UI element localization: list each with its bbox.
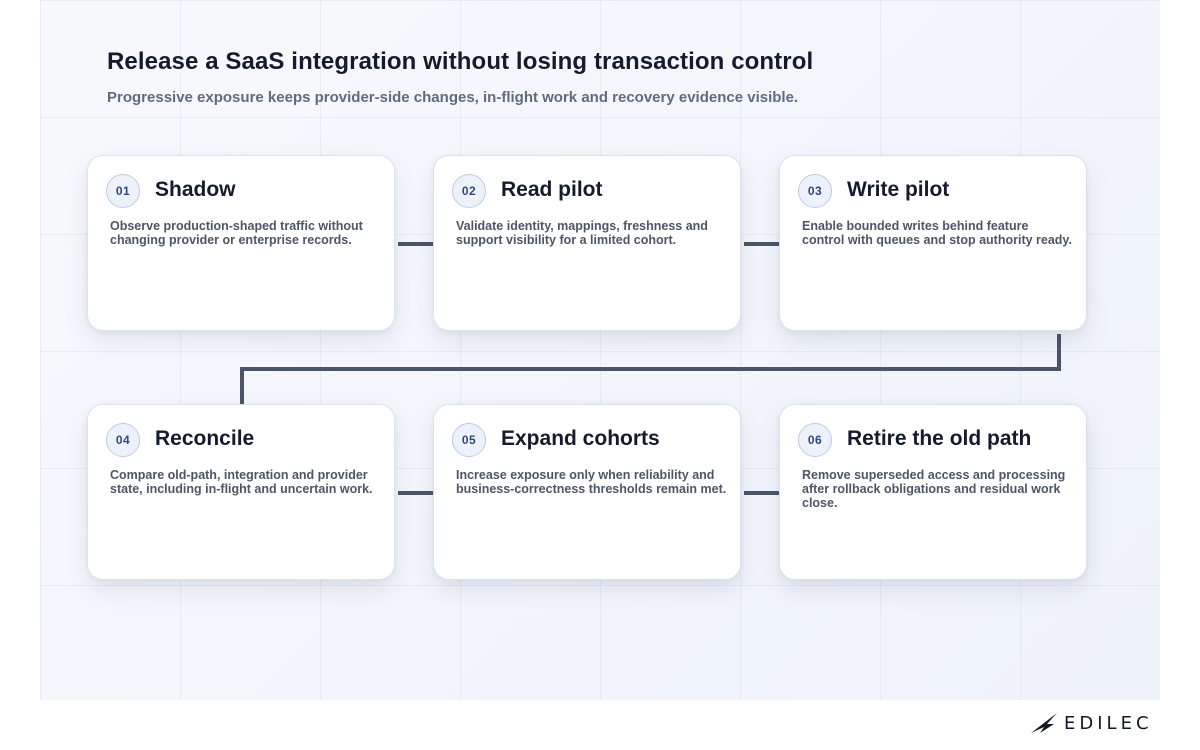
step-card-shadow: 01 Shadow Observe production-shaped traf… <box>87 155 395 331</box>
step-title: Write pilot <box>847 178 950 201</box>
step-number-badge: 04 <box>106 423 140 457</box>
step-number-badge: 03 <box>798 174 832 208</box>
step-card-retire-old-path: 06 Retire the old path Remove superseded… <box>779 404 1087 580</box>
step-description: Observe production-shaped traffic withou… <box>110 219 363 247</box>
step-number-badge: 02 <box>452 174 486 208</box>
step-number-badge: 01 <box>106 174 140 208</box>
step-description: Validate identity, mappings, freshness a… <box>456 219 708 247</box>
step-description: Increase exposure only when reliability … <box>456 468 727 496</box>
page-title: Release a SaaS integration without losin… <box>107 48 814 75</box>
step-description: Compare old-path, integration and provid… <box>110 468 373 496</box>
edilec-logo-icon <box>1031 713 1057 733</box>
step-title: Expand cohorts <box>501 427 660 450</box>
step-number-badge: 06 <box>798 423 832 457</box>
diagram-background <box>40 0 1160 700</box>
step-title: Shadow <box>155 178 236 201</box>
step-card-write-pilot: 03 Write pilot Enable bounded writes beh… <box>779 155 1087 331</box>
step-number-badge: 05 <box>452 423 486 457</box>
step-card-reconcile: 04 Reconcile Compare old-path, integrati… <box>87 404 395 580</box>
step-description: Remove superseded access and processing … <box>802 468 1066 510</box>
step-title: Read pilot <box>501 178 603 201</box>
step-title: Reconcile <box>155 427 255 450</box>
step-card-read-pilot: 02 Read pilot Validate identity, mapping… <box>433 155 741 331</box>
step-description: Enable bounded writes behind feature con… <box>802 219 1072 247</box>
brand-name: EDILEC <box>1064 712 1153 734</box>
connector-3-4 <box>240 334 1061 405</box>
page-subtitle: Progressive exposure keeps provider-side… <box>107 89 799 106</box>
brand-logo: EDILEC <box>1030 710 1153 736</box>
step-title: Retire the old path <box>847 427 1032 450</box>
step-card-expand-cohorts: 05 Expand cohorts Increase exposure only… <box>433 404 741 580</box>
